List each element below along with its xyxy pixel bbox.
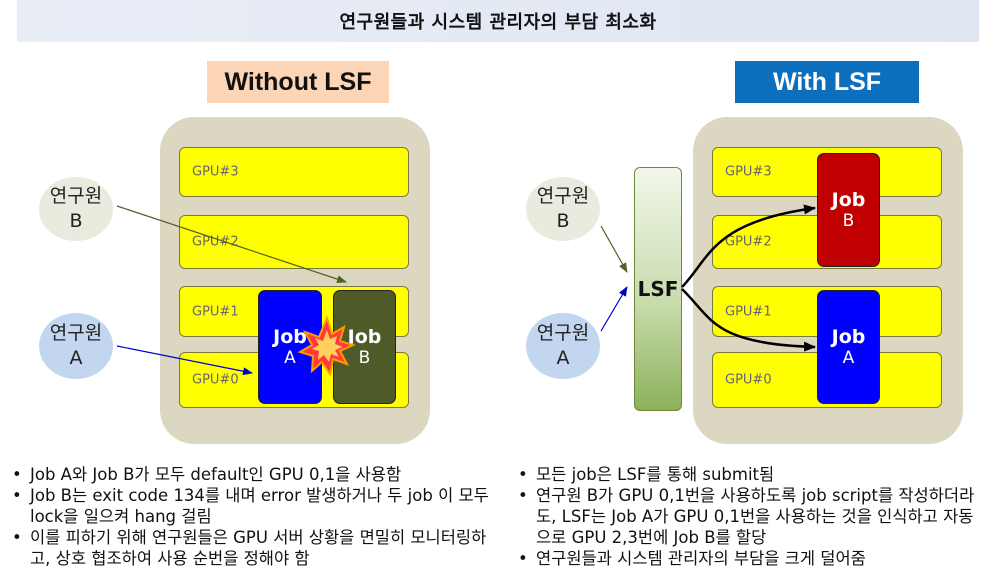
gpu-label: GPU#3 — [725, 164, 772, 180]
title-bar: 연구원들과 시스템 관리자의 부담 최소화 — [17, 0, 979, 42]
researcher-id: B — [556, 210, 570, 232]
with-lsf-header: With LSF — [735, 61, 919, 103]
left-b-arrow — [116, 205, 347, 283]
gpu-label: GPU#2 — [725, 234, 772, 250]
right-b-arrow — [600, 225, 628, 273]
right-job-a: Job A — [817, 290, 880, 404]
page-title: 연구원들과 시스템 관리자의 부담 최소화 — [339, 12, 657, 33]
left-a-arrow — [116, 345, 253, 376]
researcher-label: 연구원 — [536, 185, 590, 207]
lsf-scheduler: LSF — [634, 167, 682, 411]
right-a-arrow — [600, 286, 628, 332]
job-id: A — [284, 348, 296, 368]
left-researcher-b: 연구원 B — [39, 177, 113, 241]
lsf-to-job-a-arrow — [681, 288, 816, 352]
job-title: Job — [273, 326, 307, 348]
collision-burst-core — [312, 330, 343, 362]
gpu-label: GPU#1 — [192, 304, 239, 319]
job-id: A — [842, 348, 855, 368]
researcher-id: A — [69, 347, 83, 369]
gpu-label: GPU#0 — [192, 372, 239, 388]
list-item: 연구원 B가 GPU 0,1번을 사용하도록 job script를 작성하더라… — [518, 485, 984, 548]
left-gpu3: GPU#3 — [179, 147, 409, 197]
job-title: Job — [831, 326, 866, 348]
without-lsf-header: Without LSF — [207, 61, 389, 103]
list-item: 이를 피하기 위해 연구원들은 GPU 서버 상황을 면밀히 모니터링하고, 상… — [12, 527, 494, 569]
researcher-label: 연구원 — [536, 322, 590, 344]
gpu-label: GPU#0 — [725, 372, 772, 388]
researcher-id: A — [556, 347, 570, 369]
gpu-label: GPU#3 — [192, 164, 239, 180]
left-researcher-a: 연구원 A — [39, 313, 113, 379]
list-item: Job B는 exit code 134를 내며 error 발생하거나 두 j… — [12, 485, 494, 527]
job-title: Job — [831, 189, 866, 211]
researcher-id: B — [69, 210, 83, 232]
list-item: 모든 job은 LSF를 통해 submit됨 — [518, 464, 984, 485]
gpu-label: GPU#2 — [192, 234, 239, 250]
job-id: B — [842, 211, 855, 231]
gpu-label: GPU#1 — [725, 304, 772, 319]
right-researcher-a: 연구원 A — [526, 313, 600, 379]
list-item: 연구원들과 시스템 관리자의 부담을 크게 덜어줌 — [518, 548, 984, 569]
left-bullet-list: Job A와 Job B가 모두 default인 GPU 0,1을 사용함 J… — [12, 464, 494, 569]
job-title: Job — [347, 326, 382, 348]
left-gpu2: GPU#2 — [179, 215, 409, 269]
job-id: B — [358, 348, 371, 368]
right-bullet-list: 모든 job은 LSF를 통해 submit됨 연구원 B가 GPU 0,1번을… — [518, 464, 984, 569]
lsf-to-job-b-arrow — [681, 204, 816, 288]
researcher-label: 연구원 — [49, 322, 103, 344]
right-researcher-b: 연구원 B — [526, 177, 600, 241]
right-job-b: Job B — [817, 153, 880, 267]
list-item: Job A와 Job B가 모두 default인 GPU 0,1을 사용함 — [12, 464, 494, 485]
researcher-label: 연구원 — [49, 185, 103, 207]
